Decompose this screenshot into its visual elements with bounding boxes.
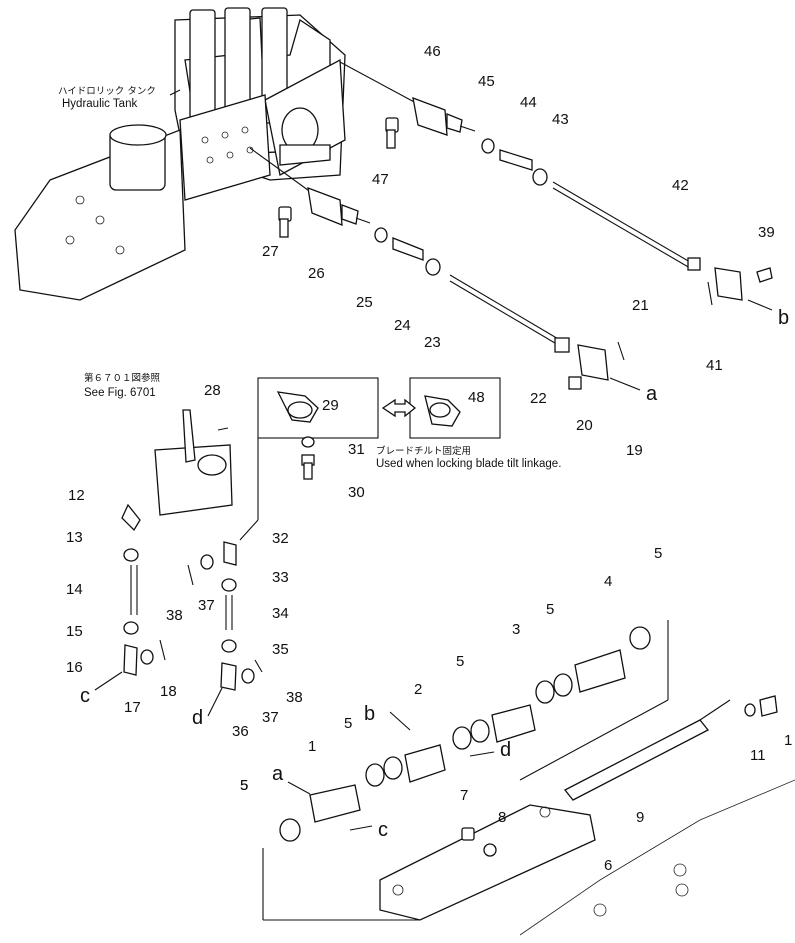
upper-linkage (385, 96, 773, 306)
middle-linkage (278, 186, 625, 390)
callout: 5 (240, 777, 248, 794)
lock-note-jp: ブレードチルト固定用 (376, 445, 471, 457)
callout: 20 (576, 417, 593, 434)
callout: 4 (604, 573, 612, 590)
cross-shaft-assembly (262, 620, 795, 936)
callout: 41 (706, 357, 723, 374)
hydraulic-tank-note-en: Hydraulic Tank (62, 98, 137, 110)
callout: 5 (456, 653, 464, 670)
callout: 44 (520, 94, 537, 111)
callout: 46 (424, 43, 441, 60)
callout: 45 (478, 73, 495, 90)
callout: 23 (424, 334, 441, 351)
callout: 31 (348, 441, 365, 458)
detail-box (239, 377, 501, 541)
callout: 15 (66, 623, 83, 640)
callout: 5 (654, 545, 662, 562)
callout: a (272, 763, 284, 785)
callout: a (646, 383, 658, 405)
see-fig-note-jp: 第６７０１図参照 (84, 372, 161, 384)
callout: 48 (468, 389, 485, 406)
callout: 18 (160, 683, 177, 700)
center-rod-assembly (187, 541, 263, 691)
callout: c (80, 685, 90, 707)
direction-arrows (94, 299, 773, 831)
callout: 32 (272, 530, 289, 547)
see-fig-note-en: See Fig. 6701 (84, 387, 156, 399)
callout: d (500, 739, 511, 761)
callout: 37 (262, 709, 279, 726)
callout: 16 (66, 659, 83, 676)
callout: 19 (626, 442, 643, 459)
callout: 34 (272, 605, 289, 622)
lock-note-en: Used when locking blade tilt linkage. (376, 458, 561, 470)
callout: 36 (232, 723, 249, 740)
callout: 1 (308, 738, 316, 755)
callout: 24 (394, 317, 411, 334)
callout: 35 (272, 641, 289, 658)
callout: 38 (286, 689, 303, 706)
callout: 5 (344, 715, 352, 732)
callout: 8 (498, 809, 506, 826)
notes: ハイドロリック タンク Hydraulic Tank 第６７０１図参照 See … (58, 86, 561, 470)
callout: 42 (672, 177, 689, 194)
callout: 38 (166, 607, 183, 624)
callout: c (378, 819, 388, 841)
callout: 17 (124, 699, 141, 716)
callout: 22 (530, 390, 547, 407)
callout: 30 (348, 484, 365, 501)
callout: 7 (460, 787, 468, 804)
callout: 37 (198, 597, 215, 614)
callout: 5 (240, 777, 248, 794)
callout: b (778, 307, 789, 329)
callout: 43 (552, 111, 569, 128)
callout: 27 (262, 243, 279, 260)
callout: 29 (322, 397, 339, 414)
callout: 12 (68, 487, 85, 504)
hydraulic-tank-note-jp: ハイドロリック タンク (58, 86, 156, 97)
callout: 13 (66, 529, 83, 546)
callout: 26 (308, 265, 325, 282)
callouts: 46 45 44 43 47 42 39 27 26 25 24 23 b 21… (66, 43, 792, 874)
callout: 33 (272, 569, 289, 586)
callout: 14 (66, 581, 83, 598)
lever-assembly (121, 409, 233, 676)
callout: 5 (546, 601, 554, 618)
hydraulic-tank-assembly (14, 7, 346, 301)
callout: b (364, 703, 375, 725)
callout: 21 (632, 297, 649, 314)
callout: 1 (784, 732, 792, 749)
callout: 2 (414, 681, 422, 698)
callout: d (192, 707, 203, 729)
callout: 39 (758, 224, 775, 241)
callout: 9 (636, 809, 644, 826)
callout: 47 (372, 171, 389, 188)
callout: 3 (512, 621, 520, 638)
callout: 28 (204, 382, 221, 399)
callout: 25 (356, 294, 373, 311)
callout: 11 (750, 747, 766, 764)
callout: 6 (604, 857, 612, 874)
